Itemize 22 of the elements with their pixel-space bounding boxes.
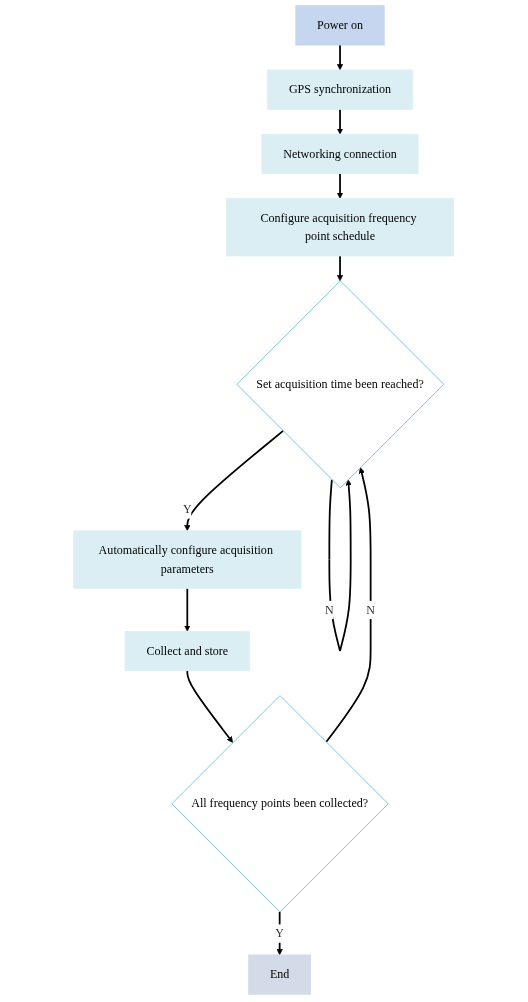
node-box: Networking connection: [261, 133, 419, 174]
node-box: Configure acquisition frequency point schedule: [226, 198, 455, 257]
node-box: Power on: [295, 5, 385, 46]
edge-label: N: [325, 602, 335, 617]
edge-label: Y: [183, 502, 192, 516]
arrow: [337, 44, 344, 71]
node-box: Collect and store: [125, 630, 251, 672]
node-box: End: [248, 954, 312, 995]
arrow: [337, 108, 344, 135]
arrow: [328, 478, 353, 652]
arrow: [184, 587, 191, 632]
edge-label: Y: [275, 926, 285, 940]
node-box: GPS synchronization: [267, 69, 414, 110]
node-diamond: All frequency points been collected?: [171, 695, 389, 913]
arrow: [325, 467, 372, 743]
node-diamond: Set acquisition time been reached?: [236, 280, 445, 489]
edge-label: N: [366, 602, 376, 617]
arrow: [184, 430, 285, 532]
arrow: [186, 669, 234, 743]
arrow: [337, 172, 344, 199]
node-box: Automatically configure acquisition parameters: [73, 530, 302, 589]
arrow: [337, 255, 344, 282]
